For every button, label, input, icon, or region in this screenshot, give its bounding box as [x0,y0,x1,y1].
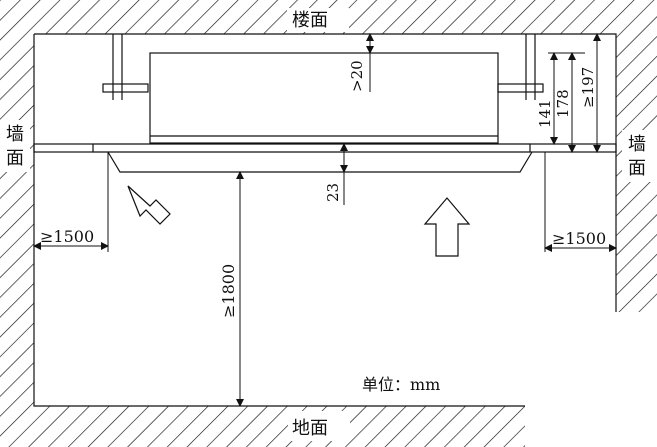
dim-top-gap: >20 [348,60,366,92]
ceiling-board-right [529,143,617,153]
label-left-wall-2: 面 [6,148,24,169]
return-air-arrow [423,197,471,257]
room-outline [33,33,617,407]
decoration-panel [107,151,533,173]
left-hanger-bracket [102,83,149,93]
label-ceiling: 楼面 [292,10,328,31]
indoor-unit-body [149,52,499,144]
dim-1800: ≥1800 [219,264,238,318]
supply-air-arrow [127,185,171,225]
label-unit: 单位：mm [362,375,440,394]
dim-right-clearance: ≥1500 [552,229,606,248]
label-floor: 地面 [292,418,328,439]
dim-141: 141 [536,99,554,128]
dim-23: 23 [324,183,342,202]
dim-178: 178 [554,89,572,118]
right-hanger-bracket [497,83,544,93]
label-left-wall-1: 墙 [6,124,24,145]
left-wall [0,34,34,406]
label-right-wall-1: 墙 [628,134,646,155]
label-right-wall-2: 面 [628,158,646,179]
floor-slab [0,406,525,447]
dim-left-clearance: ≥1500 [40,227,94,246]
dim-197: ≥197 [579,67,597,108]
ceiling-board-left [33,143,94,153]
